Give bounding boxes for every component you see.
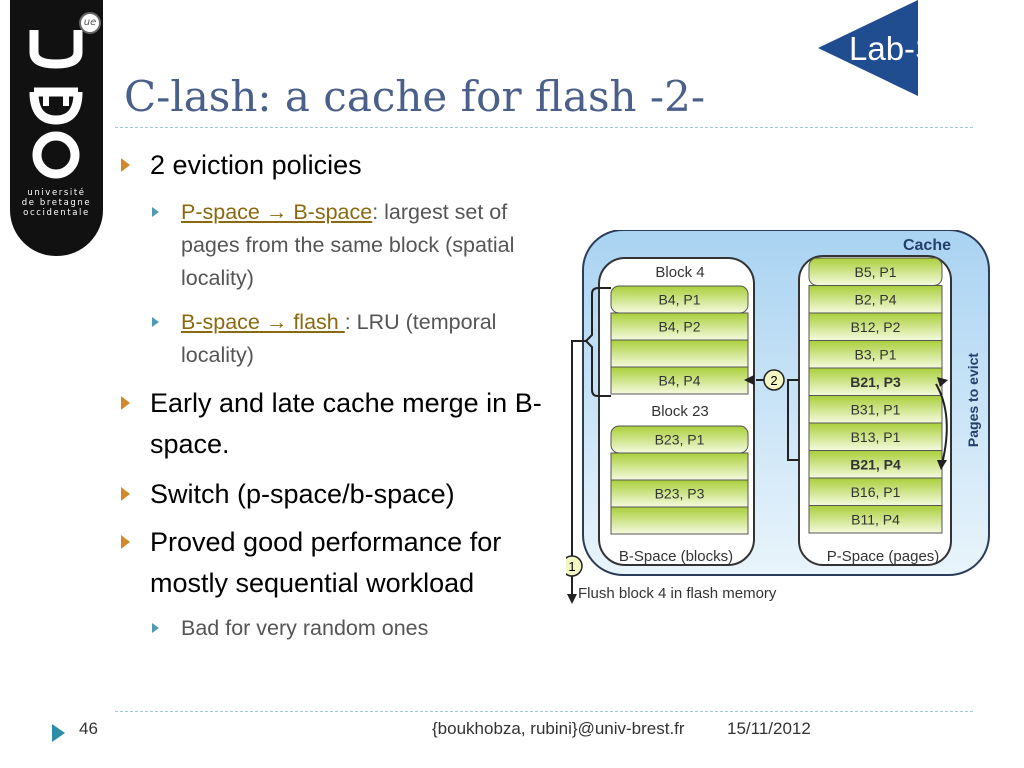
block23-row-label: B23, P1 [655,432,705,448]
page-number: 46 [79,719,98,738]
ubo-line-2: de bretagne [21,198,92,208]
flush-arrow-icon [567,594,577,604]
bspace-desc: : LRU (temporal locality) [181,310,497,367]
ubo-logo [10,0,103,256]
ubo-line-3: occidentale [23,208,90,218]
footer-divider [115,711,973,712]
step2-arrow-icon [744,375,754,385]
pspace-desc: : largest set of pages from the same blo… [181,200,515,290]
block23-row [610,506,749,535]
pspace-row [808,422,943,451]
pspace-row [808,285,943,314]
pspace-row-label: B31, P1 [851,401,901,417]
sub-bullet-bspace: B-space → flash : LRU (temporal locality… [181,306,566,372]
bullet-arrow-icon [121,396,130,410]
pspace-group: B5, P1 B2, P4 B12, P2 B3, P1 B21, P3 B31, P1 B… [808,257,943,534]
pspace-row [808,340,943,369]
block4-group: B4, P1 B4, P2 B4, P4 [610,285,749,395]
footer-date: 15/11/2012 [727,719,811,738]
lab-name: Lab-STICC [849,30,1014,67]
ubo-monogram [29,30,83,179]
flush-line [571,340,586,596]
cache-diagram: Cache Block 4 B4, P1 B4, P2 B4, P4 Block 2… [561,229,996,610]
block4-row-label: B4, P1 [658,292,700,308]
pspace-row-label: B3, P1 [854,346,896,362]
flush-label: Flush block 4 in flash memory [578,585,777,602]
evict-arrow-head-icon [937,377,948,387]
bullet-arrow-icon [121,487,130,501]
pages-to-evict-label: Pages to evict [965,353,981,447]
block23-row [610,452,749,481]
evict-arrow-icon [937,460,947,470]
bspace-link[interactable]: B-space → flash [181,310,345,334]
block4-row [610,339,749,368]
pspace-row-label: B21, P3 [850,374,901,390]
sub-bullet-arrow-icon [152,317,159,327]
bullet-eviction: 2 eviction policies [150,150,362,180]
lab-sticc-logo: Lab-STICC [815,0,1024,96]
sub-bullet-arrow-icon [152,623,159,633]
pspace-row [808,477,943,506]
bullet-switch: Switch (p-space/b-space) [150,479,455,509]
bullet-merge: Early and late cache merge in B-space. [150,388,542,459]
pspace-row [808,312,943,341]
footer-authors: {boukhobza, rubini}@univ-brest.fr [432,719,685,738]
pspace-row-label: B12, P2 [851,319,901,335]
pspace-row [808,367,943,396]
evict-curve [935,383,948,465]
ubo-name: université de bretagne occidentale [10,188,103,218]
pspace-row-label: B16, P1 [851,484,901,500]
step1-number: 1 [568,559,575,574]
block23-row-label: B23, P3 [655,486,705,502]
sub-bullet-random: Bad for very random ones [181,616,429,640]
pspace-row-label: B13, P1 [851,429,901,445]
step2-badge [763,369,785,391]
block23-group: B23, P1 B23, P3 [610,425,749,535]
title-divider [115,127,973,128]
step2-number: 2 [770,373,777,388]
pspace-link[interactable]: P-space → B-space [181,200,373,224]
slide-title: C-lash: a cache for flash -2- [124,72,706,121]
pspace-row-label: B5, P1 [854,264,896,280]
block4-row [610,366,749,395]
block23-row [610,479,749,508]
pspace-row-label: B11, P4 [851,511,900,527]
sub-bullet-pspace: P-space → B-space: largest set of pages … [181,196,566,295]
cache-label: Cache [903,237,951,254]
ue-mark: ue [79,12,101,34]
bullet-arrow-icon [121,535,130,549]
block4-row-label: B4, P2 [658,319,700,335]
sub-bullet-arrow-icon [152,207,159,217]
bullet-arrow-icon [121,158,130,172]
pspace-row-label: B2, P4 [854,291,896,307]
block4-label: Block 4 [655,264,704,281]
lab-triangle-icon [818,0,918,96]
step2-bracket [787,379,799,461]
bspace-label: B-Space (blocks) [619,548,733,565]
pspace-label: P-Space (pages) [827,548,940,565]
pspace-row [808,395,943,424]
block4-row [610,312,749,341]
footer-arrow-icon [52,724,65,742]
ubo-line-1: université [27,188,86,198]
pspace-row-label: B21, P4 [850,456,901,472]
block23-label: Block 23 [651,403,709,420]
bullet-performance: Proved good performance for mostly seque… [150,527,502,598]
pspace-row [808,505,943,534]
block4-row-label: B4, P4 [658,373,700,389]
